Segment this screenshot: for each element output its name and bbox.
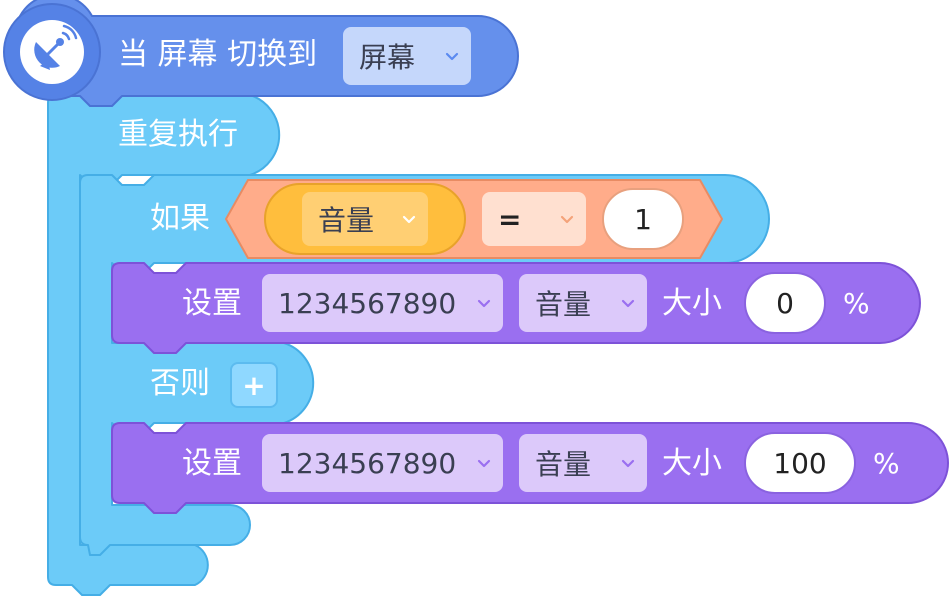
property-dropdown-then[interactable]: 音量 [519, 274, 647, 332]
add-branch-button[interactable]: + [230, 362, 278, 408]
plus-icon: + [242, 368, 266, 402]
screen-dropdown-value: 屏幕 [359, 41, 416, 74]
percent-label-then: % [843, 287, 870, 320]
chevron-down-icon [477, 299, 491, 308]
size-label-then: 大小 [662, 286, 722, 321]
size-value-else: 100 [773, 446, 827, 480]
property-dropdown-else[interactable]: 音量 [519, 434, 647, 492]
forever-label: 重复执行 [118, 117, 238, 152]
else-label: 否则 [150, 366, 210, 401]
compare-value-input[interactable]: 1 [602, 188, 684, 250]
compare-value: 1 [634, 202, 652, 236]
variable-dropdown-value: 音量 [318, 204, 375, 237]
operator-dropdown-value: = [498, 202, 522, 236]
property-dropdown-else-value: 音量 [535, 448, 592, 481]
event-label: 当 屏幕 切换到 [118, 37, 318, 72]
target-dropdown-then-value: 1234567890 [278, 286, 457, 320]
if-label: 如果 [150, 201, 210, 236]
satellite-dish-icon [34, 24, 78, 70]
size-value-input-then[interactable]: 0 [744, 272, 826, 334]
percent-label-else: % [873, 447, 900, 480]
chevron-down-icon [402, 215, 416, 224]
chevron-down-icon [477, 459, 491, 468]
set-label-then: 设置 [182, 286, 242, 321]
chevron-down-icon [621, 459, 635, 468]
chevron-down-icon [445, 52, 459, 61]
screen-dropdown[interactable]: 屏幕 [343, 27, 471, 85]
operator-dropdown[interactable]: = [482, 192, 586, 246]
size-label-else: 大小 [662, 446, 722, 481]
chevron-down-icon [621, 299, 635, 308]
chevron-down-icon [560, 215, 574, 224]
forever-loop-block[interactable] [47, 94, 281, 596]
size-value-then: 0 [776, 286, 794, 320]
target-dropdown-else[interactable]: 1234567890 [262, 434, 503, 492]
target-dropdown-then[interactable]: 1234567890 [262, 274, 503, 332]
variable-dropdown[interactable]: 音量 [302, 192, 428, 246]
size-value-input-else[interactable]: 100 [744, 432, 856, 494]
set-label-else: 设置 [182, 446, 242, 481]
target-dropdown-else-value: 1234567890 [278, 446, 457, 480]
property-dropdown-then-value: 音量 [535, 288, 592, 321]
